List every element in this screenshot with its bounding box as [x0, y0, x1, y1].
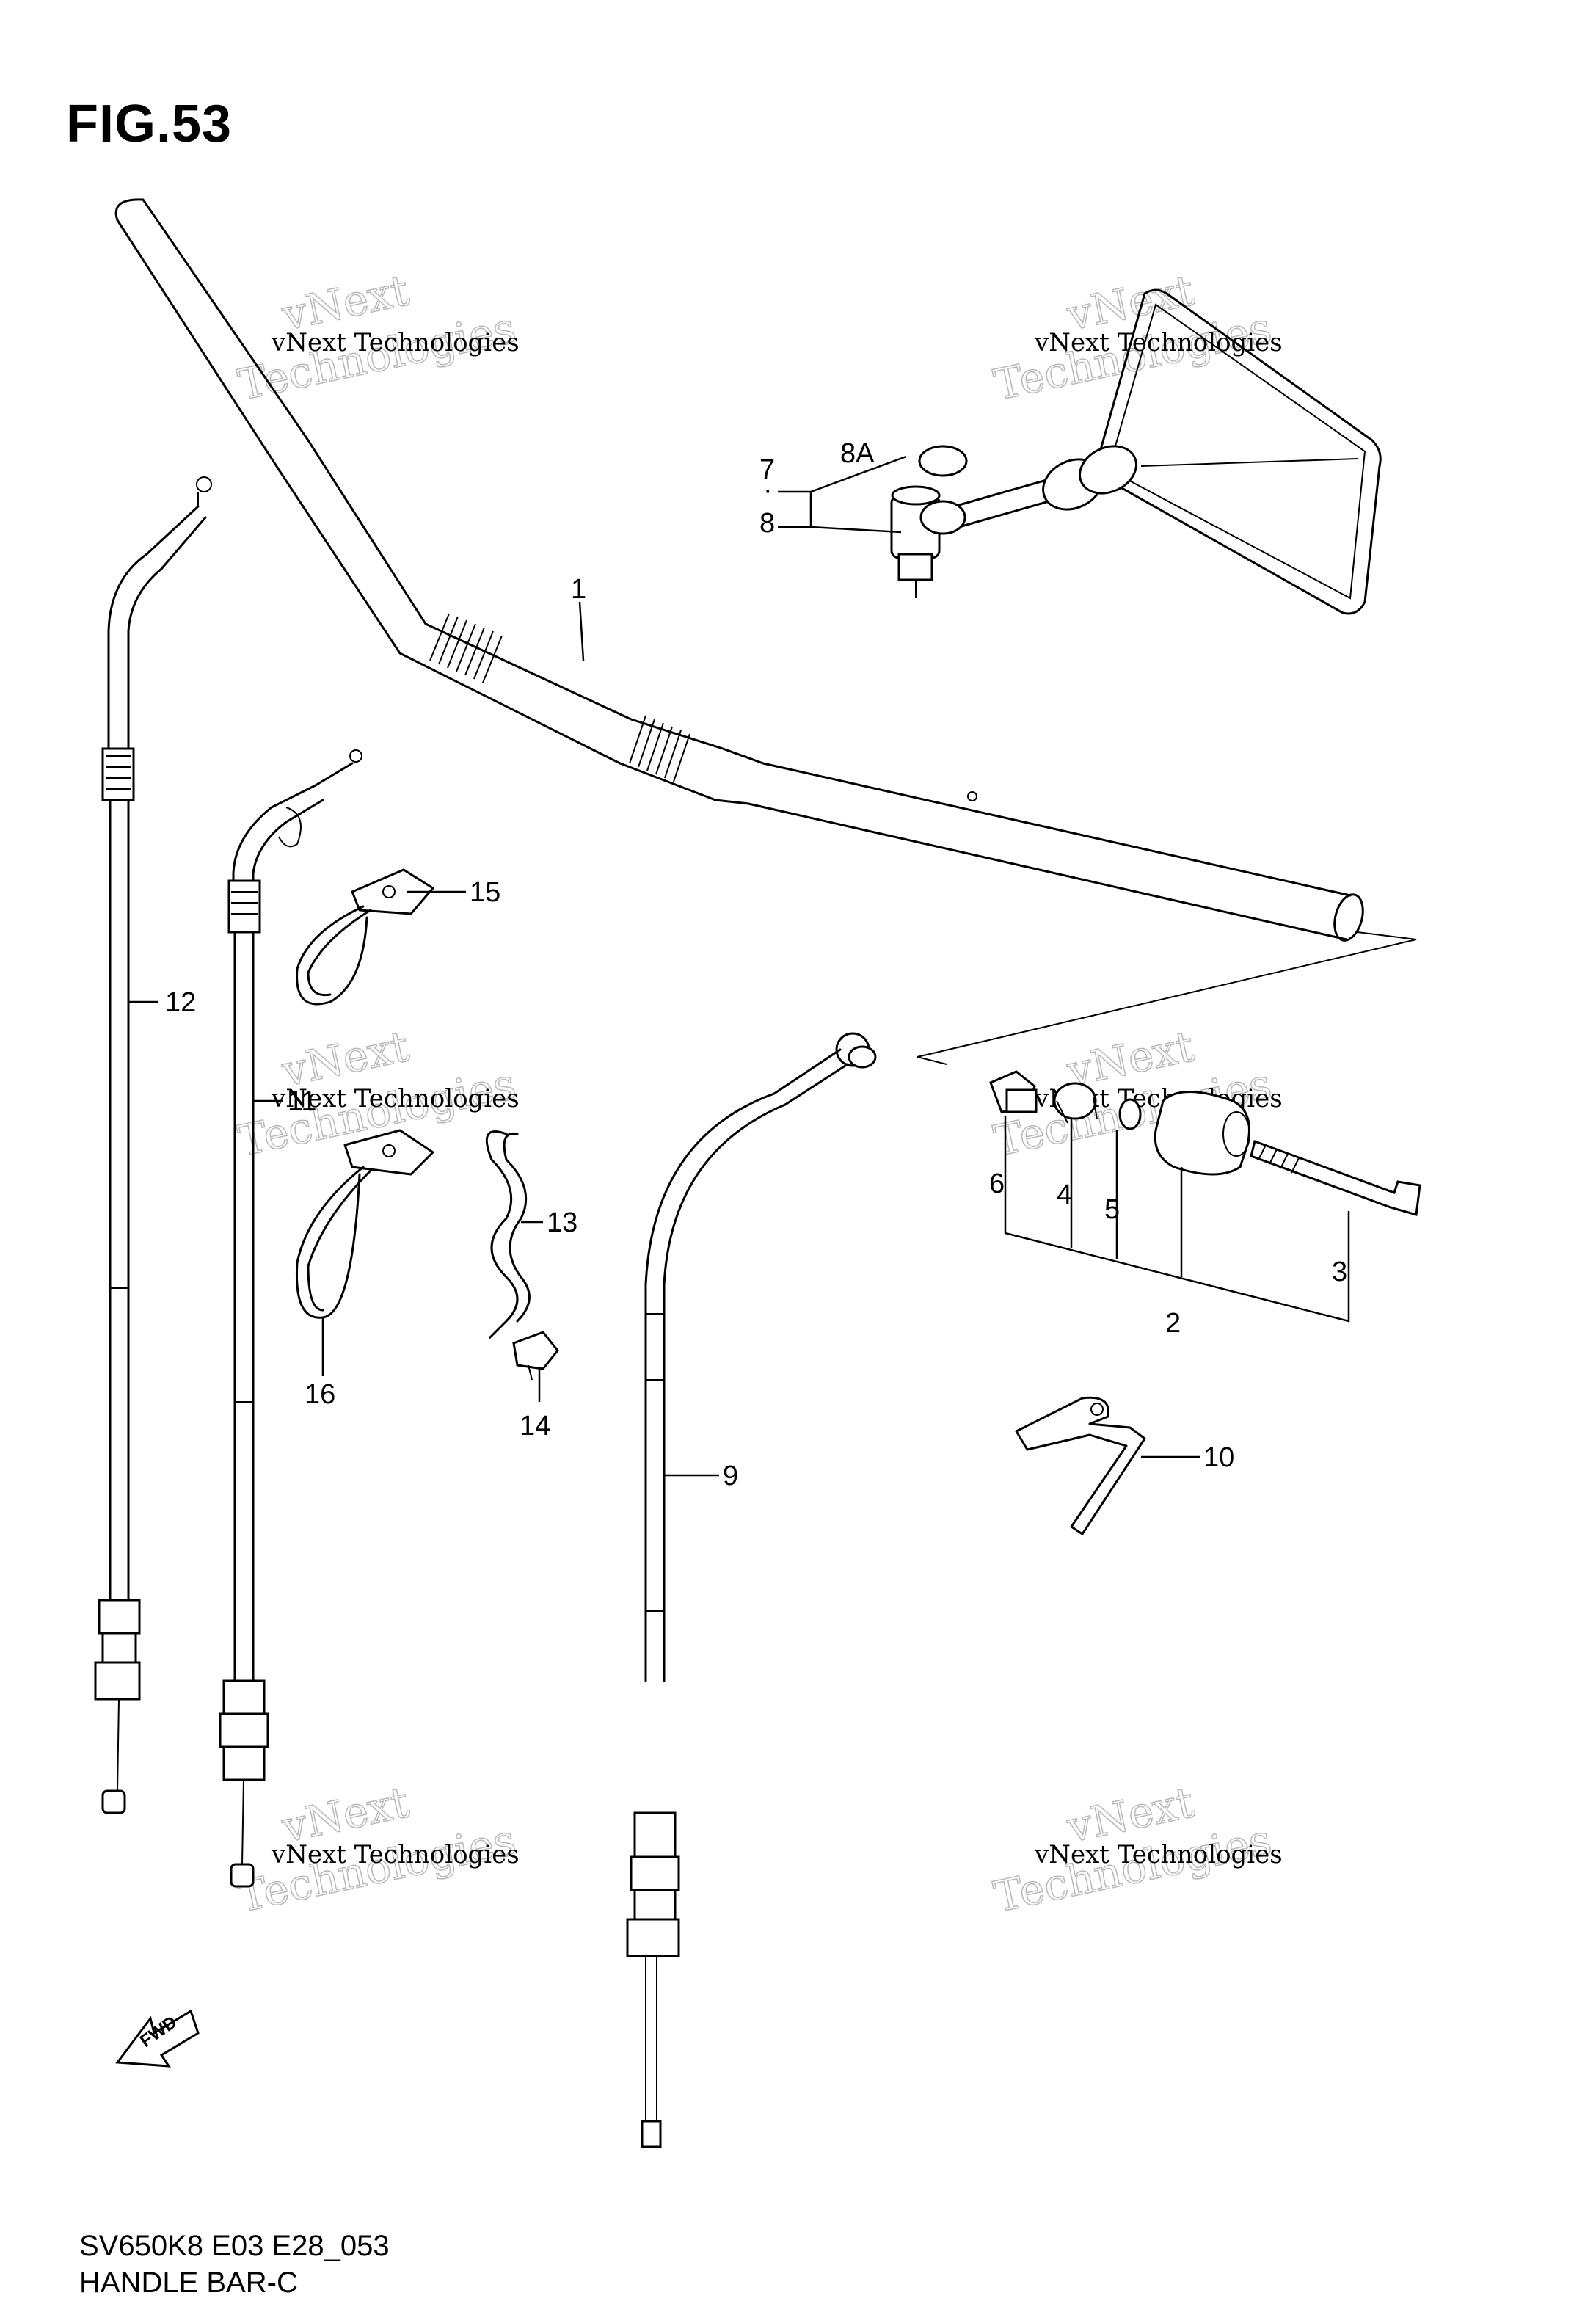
- handlebar-part-1: [114, 198, 1364, 942]
- callout-1: 1: [571, 574, 586, 605]
- callout-14: 14: [520, 1411, 550, 1442]
- handlebar-end-weight-assembly: [989, 1070, 1421, 1323]
- watermark-top-left: vNext Technologies vNext Technologies: [233, 264, 520, 410]
- callout-8: 8: [759, 508, 775, 539]
- callout-6: 6: [989, 1168, 1005, 1199]
- callout-5: 5: [1104, 1194, 1120, 1225]
- callout-13: 13: [547, 1207, 577, 1238]
- weight-part-2: [1154, 1091, 1250, 1176]
- svg-text:vNext Technologies: vNext Technologies: [271, 1084, 520, 1113]
- fwd-arrow-icon: FWD: [115, 2009, 200, 2068]
- watermark-bottom-right: vNext Technologies vNext Technologies: [989, 1776, 1283, 1922]
- svg-text:vNext Technologies: vNext Technologies: [1034, 328, 1283, 357]
- watermark-middle-left: vNext Technologies vNext Technologies: [233, 1020, 520, 1166]
- callout-3: 3: [1332, 1257, 1347, 1287]
- clamp-part-16: [295, 1129, 434, 1376]
- callout-12: 12: [165, 987, 196, 1018]
- svg-text:vNext Technologies: vNext Technologies: [1034, 1840, 1283, 1869]
- svg-text:vNext Technologies: vNext Technologies: [271, 328, 520, 357]
- mirror-assembly: [778, 288, 1382, 615]
- watermark-top-right: vNext Technologies vNext Technologies: [989, 264, 1283, 410]
- callout-2: 2: [1165, 1308, 1181, 1339]
- throttle-cable-part-12: [94, 476, 212, 1814]
- figure-code: SV650K8 E03 E28_053: [79, 2230, 390, 2262]
- clamp-part-15: [296, 868, 466, 1006]
- bolt-part-14: [512, 1331, 559, 1402]
- figure-title: FIG.53: [66, 95, 233, 153]
- svg-text:vNext Technologies: vNext Technologies: [271, 1840, 520, 1869]
- bolt-part-3: [1250, 1140, 1421, 1216]
- handlebar-grip-ring-left: [429, 613, 503, 683]
- wire-clip-part-13: [485, 1130, 543, 1339]
- washer-part-5: [1118, 1098, 1142, 1130]
- handlebar-grip-ring-right: [629, 715, 690, 782]
- callout-9: 9: [723, 1461, 738, 1491]
- callout-8A: 8A: [840, 438, 875, 469]
- callout-15: 15: [470, 877, 500, 908]
- callout-7: 7: [759, 454, 775, 485]
- guide-part-10: [1015, 1396, 1200, 1535]
- throttle-cable-part-11: [219, 749, 362, 1888]
- figure-name: HANDLE BAR-C: [79, 2266, 298, 2299]
- callout-4: 4: [1057, 1179, 1072, 1210]
- watermark-bottom-left: vNext Technologies vNext Technologies: [233, 1776, 520, 1922]
- clutch-cable-part-9: [626, 1032, 877, 2148]
- callout-16: 16: [305, 1379, 335, 1410]
- callout-dot: ·: [763, 475, 773, 506]
- break-line: [917, 931, 1417, 1065]
- callout-10: 10: [1203, 1442, 1234, 1473]
- collar-part-4: [1053, 1082, 1097, 1120]
- callout-11: 11: [288, 1086, 316, 1117]
